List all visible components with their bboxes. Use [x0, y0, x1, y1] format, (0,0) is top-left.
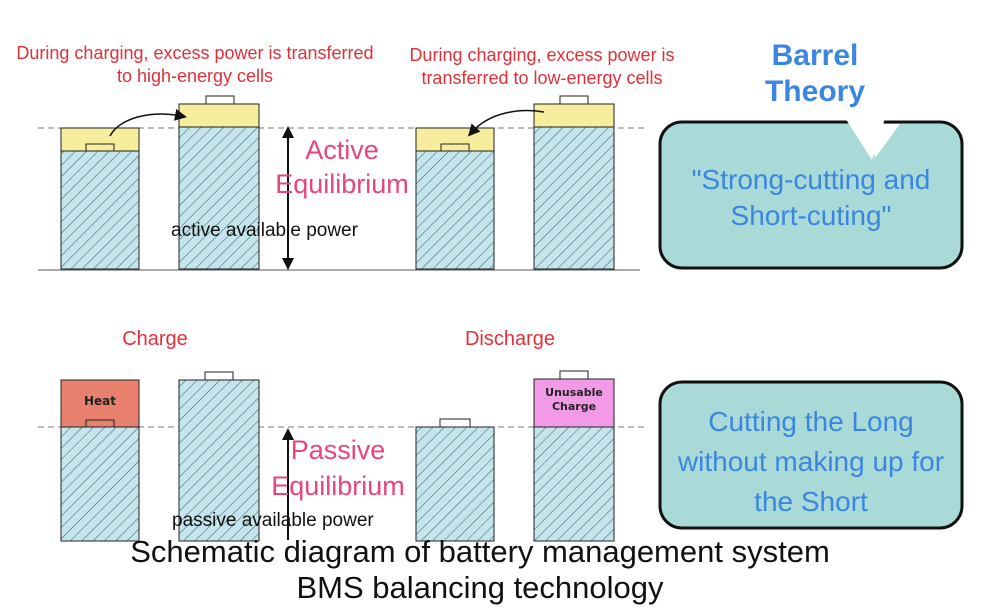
unusable-charge-label: Unusable Charge — [545, 386, 603, 413]
active-equilibrium-label: Active Equilibrium — [275, 135, 409, 199]
passive-equilibrium-label: Passive Equilibrium — [271, 435, 405, 501]
speech-bubble-passive — [658, 380, 964, 530]
cell-top-2 — [178, 95, 260, 270]
transfer-arrow-right — [467, 109, 545, 137]
passive-power-label: passive available power — [172, 510, 374, 531]
discharge-label: Discharge — [464, 328, 556, 350]
barrel-theory-text: "Strong-cutting and Short-cuting" — [691, 164, 931, 231]
barrel-theory-title: Barrel Theory — [764, 39, 866, 108]
cell-top-4 — [533, 95, 615, 270]
speech-bubble-barrel — [658, 70, 964, 270]
caption-high-energy: During charging, excess power is transfe… — [16, 43, 374, 86]
cell-bottom-heat — [60, 379, 140, 542]
diagram-title: Schematic diagram of battery management … — [130, 534, 830, 605]
passive-bubble-text: Cutting the Long without making up for t… — [677, 406, 945, 517]
active-power-label: active available power — [171, 220, 358, 241]
cell-top-1 — [60, 127, 140, 270]
transfer-arrow-left — [109, 108, 187, 137]
heat-label: Heat — [83, 394, 116, 408]
cell-bottom-2 — [178, 371, 260, 542]
caption-low-energy: During charging, excess power is transfe… — [409, 45, 675, 88]
charge-label: Charge — [122, 328, 188, 350]
cell-top-3 — [415, 127, 495, 270]
cell-bottom-3 — [415, 418, 495, 542]
cell-bottom-unusable — [533, 370, 615, 542]
